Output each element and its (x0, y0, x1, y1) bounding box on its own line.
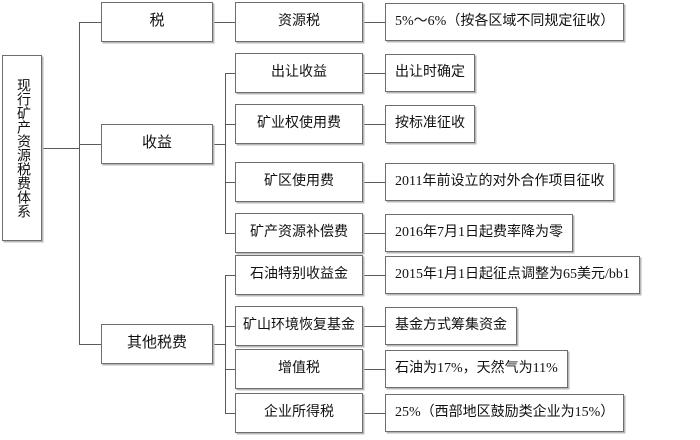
connector-revenue-spine (225, 73, 226, 233)
item-node-corporate-income-tax-label: 企业所得税 (264, 404, 334, 420)
connector-tax-out (213, 22, 235, 23)
detail-node-oil-windfall-levy[interactable]: 2015年1月1日起征点调整为65美元/bb1 (385, 256, 640, 294)
detail-node-vat-text: 石油为17%，天然气为11% (395, 360, 558, 376)
branch-node-tax-label: 税 (149, 13, 165, 30)
connector-mining-area-fee-detail (363, 182, 385, 183)
connector-trunk-to-tax (79, 22, 101, 23)
connector-other-child-2 (225, 326, 235, 327)
connector-revenue-child-3 (225, 182, 235, 183)
detail-node-mining-area-fee[interactable]: 2011年前设立的对外合作项目征收 (385, 163, 615, 201)
root-node-label: 现行矿产资源税费体系 (15, 78, 31, 218)
connector-mining-right-fee-detail (363, 124, 385, 125)
connector-other-child-1 (225, 275, 235, 276)
item-node-transfer-income[interactable]: 出让收益 (235, 53, 363, 93)
branch-node-other-label: 其他税费 (126, 335, 187, 352)
item-node-mining-right-fee[interactable]: 矿业权使用费 (235, 104, 363, 144)
detail-node-resource-tax[interactable]: 5%～6%（按各区域不同规定征收） (385, 3, 625, 41)
connector-mine-environment-fund-detail (363, 326, 385, 327)
item-node-resource-tax[interactable]: 资源税 (235, 2, 363, 42)
connector-other-spine (225, 275, 226, 413)
connector-revenue-out (213, 144, 225, 145)
connector-revenue-child-4 (225, 233, 235, 234)
branch-node-revenue-label: 收益 (141, 135, 172, 152)
item-node-vat[interactable]: 增值税 (235, 349, 363, 389)
detail-node-vat[interactable]: 石油为17%，天然气为11% (385, 350, 568, 388)
connector-other-child-3 (225, 369, 235, 370)
detail-node-corporate-income-tax-text: 25%（西部地区鼓励类企业为15%） (395, 404, 615, 420)
item-node-compensation-fee-label: 矿产资源补偿费 (250, 224, 348, 240)
connector-trunk-to-revenue (79, 144, 101, 145)
item-node-oil-windfall-levy[interactable]: 石油特别收益金 (235, 255, 363, 295)
item-node-mining-area-fee[interactable]: 矿区使用费 (235, 162, 363, 202)
connector-trunk-to-other (79, 344, 101, 345)
detail-node-compensation-fee[interactable]: 2016年7月1日起费率降为零 (385, 214, 573, 252)
branch-node-other[interactable]: 其他税费 (101, 324, 213, 364)
branch-node-revenue[interactable]: 收益 (101, 124, 213, 164)
item-node-oil-windfall-levy-label: 石油特别收益金 (250, 266, 348, 282)
connector-vat-detail (363, 369, 385, 370)
connector-revenue-child-2 (225, 124, 235, 125)
item-node-vat-label: 增值税 (278, 360, 320, 376)
detail-node-transfer-income-text: 出让时确定 (395, 64, 465, 80)
detail-node-corporate-income-tax[interactable]: 25%（西部地区鼓励类企业为15%） (385, 394, 625, 432)
connector-transfer-income-detail (363, 73, 385, 74)
connector-compensation-fee-detail (363, 233, 385, 234)
connector-resource-tax-detail (363, 22, 385, 23)
detail-node-resource-tax-text: 5%～6%（按各区域不同规定征收） (395, 13, 615, 29)
item-node-mine-environment-fund[interactable]: 矿山环境恢复基金 (235, 306, 363, 346)
item-node-resource-tax-label: 资源税 (278, 13, 320, 29)
connector-root-stem (42, 148, 79, 149)
detail-node-mine-environment-fund-text: 基金方式筹集资金 (395, 317, 507, 333)
item-node-mining-right-fee-label: 矿业权使用费 (257, 115, 341, 131)
detail-node-mining-area-fee-text: 2011年前设立的对外合作项目征收 (395, 173, 605, 189)
detail-node-mining-right-fee-text: 按标准征收 (395, 115, 465, 131)
detail-node-oil-windfall-levy-text: 2015年1月1日起征点调整为65美元/bb1 (395, 266, 630, 282)
connector-other-out (213, 344, 225, 345)
detail-node-mine-environment-fund[interactable]: 基金方式筹集资金 (385, 307, 517, 345)
item-node-mining-area-fee-label: 矿区使用费 (264, 173, 334, 189)
item-node-transfer-income-label: 出让收益 (271, 64, 327, 80)
branch-node-tax[interactable]: 税 (101, 2, 213, 42)
item-node-corporate-income-tax[interactable]: 企业所得税 (235, 393, 363, 433)
root-node: 现行矿产资源税费体系 (2, 55, 42, 241)
connector-corporate-income-tax-detail (363, 413, 385, 414)
detail-node-mining-right-fee[interactable]: 按标准征收 (385, 105, 475, 143)
detail-node-transfer-income[interactable]: 出让时确定 (385, 54, 475, 92)
connector-other-child-4 (225, 413, 235, 414)
connector-trunk-vertical (79, 22, 80, 344)
item-node-mine-environment-fund-label: 矿山环境恢复基金 (243, 317, 355, 333)
detail-node-compensation-fee-text: 2016年7月1日起费率降为零 (395, 224, 563, 240)
item-node-compensation-fee[interactable]: 矿产资源补偿费 (235, 213, 363, 253)
connector-revenue-child-1 (225, 73, 235, 74)
connector-oil-windfall-levy-detail (363, 275, 385, 276)
